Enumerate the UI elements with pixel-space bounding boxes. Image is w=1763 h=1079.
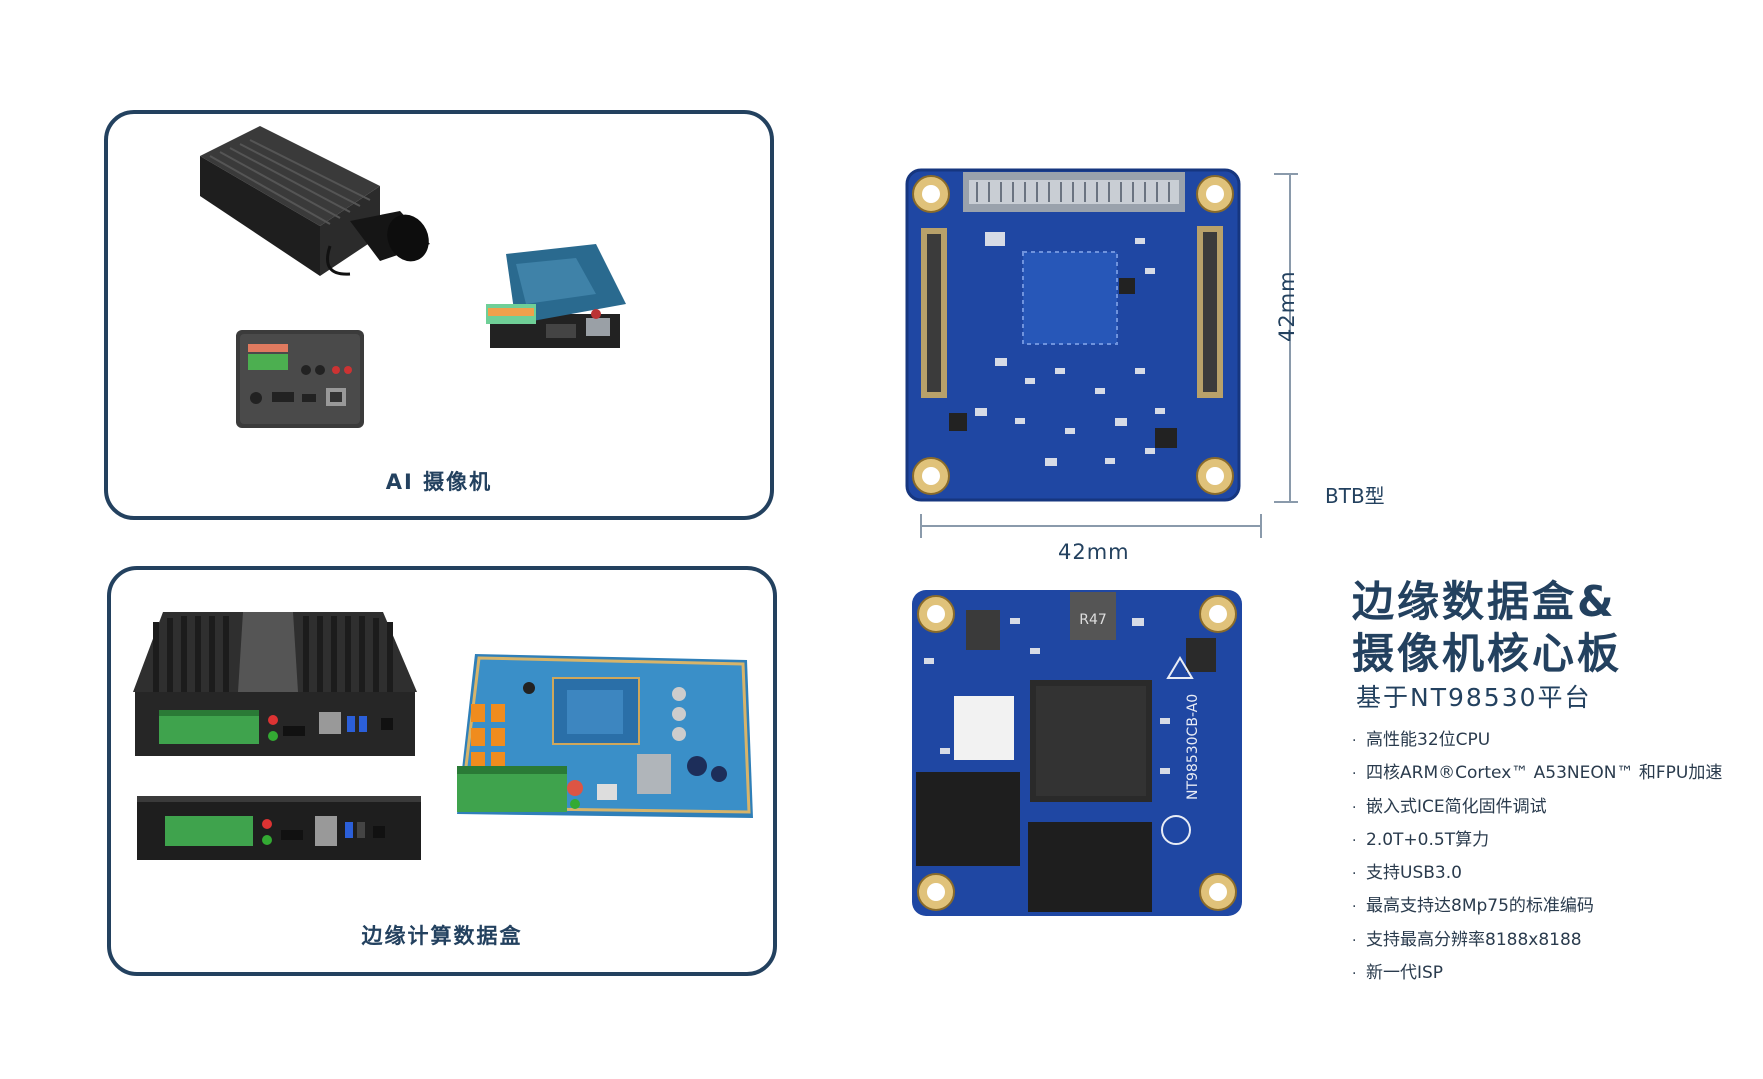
feature-item: ·支持USB3.0 xyxy=(1352,863,1462,884)
core-board-bottom-image: R47 NT98530CB-A0 xyxy=(912,590,1242,916)
bottom-chip-label: NT98530CB-A0 xyxy=(1185,694,1201,800)
camera-board-image xyxy=(486,244,626,348)
edge-box-card: 边缘计算数据盒 xyxy=(107,566,777,976)
edge-box-large-image xyxy=(133,612,417,756)
carrier-board-image xyxy=(457,654,753,818)
btb-type-label: BTB型 xyxy=(1325,484,1385,508)
product-title-line2: 摄像机核心板 xyxy=(1352,629,1623,678)
feature-list: ·高性能32位CPU ·四核ARM®Cortex™ A53NEON™ 和FPU加… xyxy=(1352,724,1763,990)
feature-item: ·高性能32位CPU xyxy=(1352,730,1491,750)
board-width-label: 42mm xyxy=(1058,540,1130,564)
feature-item: ·新一代ISP xyxy=(1352,963,1444,984)
feature-item: ·2.0T+0.5T算力 xyxy=(1352,829,1490,850)
product-title-line1: 边缘数据盒& xyxy=(1352,577,1617,626)
feature-item: ·最高支持达8Mp75的标准编码 xyxy=(1352,896,1594,917)
product-title: 边缘数据盒& 摄像机核心板 xyxy=(1352,576,1622,680)
feature-item: ·嵌入式ICE简化固件调试 xyxy=(1352,796,1547,817)
camera-module-image xyxy=(236,330,364,428)
feature-item: ·四核ARM®Cortex™ A53NEON™ 和FPU加速 xyxy=(1352,763,1723,784)
ai-camera-card: AI 摄像机 xyxy=(104,110,774,520)
edge-box-slim-image xyxy=(137,796,421,860)
dimension-lines xyxy=(920,173,1298,538)
edge-box-caption: 边缘计算数据盒 xyxy=(361,924,523,948)
ai-camera-image xyxy=(200,126,430,276)
core-board-top-image xyxy=(905,168,1241,502)
inductor-label: R47 xyxy=(1079,612,1107,628)
product-subtitle: 基于NT98530平台 xyxy=(1356,683,1592,712)
feature-item: ·支持最高分辨率8188x8188 xyxy=(1352,929,1582,950)
ai-camera-caption: AI 摄像机 xyxy=(385,470,493,494)
board-height-label: 42mm xyxy=(1275,270,1299,342)
